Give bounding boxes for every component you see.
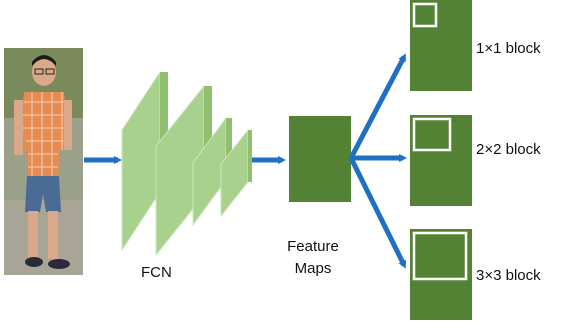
block-3x3-map [410, 229, 472, 320]
fcn-layers [121, 70, 252, 257]
block-3x3-window [412, 231, 468, 281]
fcn-label: FCN [141, 264, 172, 281]
arrow-to-block-3x3 [348, 156, 407, 269]
feature-maps-label: Feature Maps [268, 236, 358, 280]
block-2x2-label: 2×2 block [476, 141, 541, 158]
person-image [4, 48, 83, 275]
arrow-to-block-1x1 [348, 53, 407, 160]
feature-maps-label-line2: Maps [294, 260, 332, 277]
block-1x1-window [412, 2, 438, 28]
feature-maps-label-line1: Feature [287, 238, 339, 255]
fcn-layer-4 [220, 128, 252, 218]
block-3x3-label: 3×3 block [476, 267, 541, 284]
block-1x1-label: 1×1 block [476, 40, 541, 57]
fcn-layer-1 [121, 70, 168, 252]
feature-maps-box [289, 116, 351, 202]
block-1x1-map [410, 0, 472, 91]
block-2x2-window [412, 117, 452, 152]
block-2x2-map [410, 115, 472, 206]
